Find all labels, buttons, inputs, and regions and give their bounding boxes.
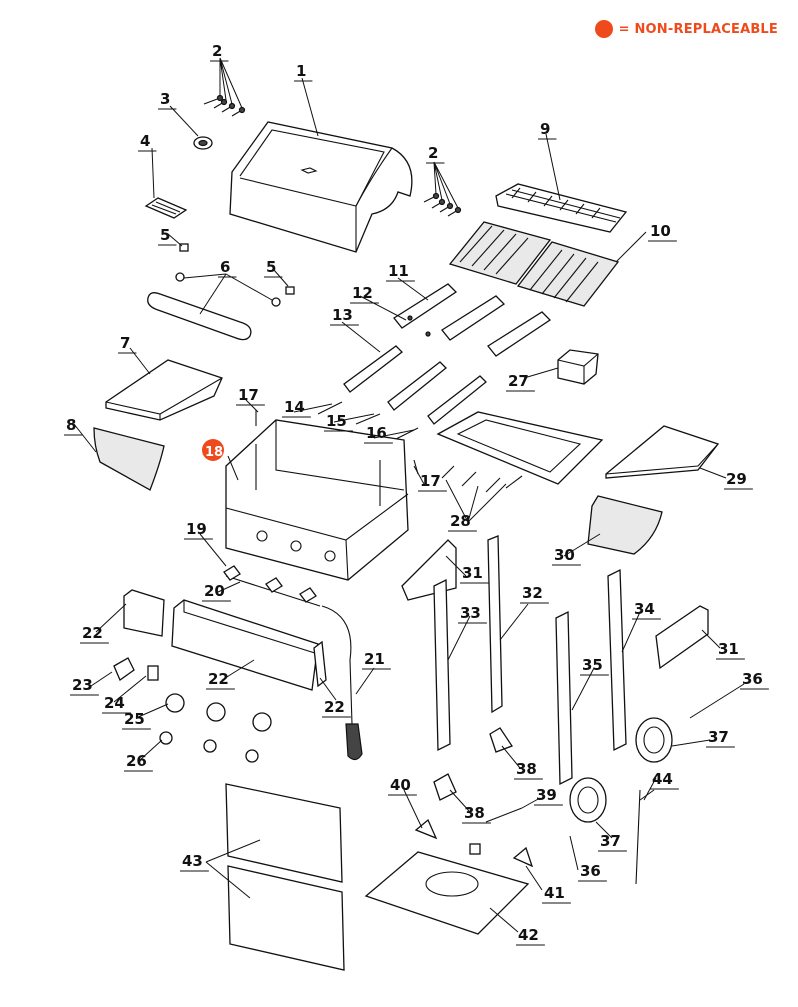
callout-36: 36 — [742, 670, 763, 688]
part-ignitor-box — [557, 349, 599, 385]
part-grease-tray — [436, 411, 604, 493]
part-doors — [225, 783, 345, 971]
part-hardware — [414, 807, 534, 868]
non-replaceable-marker-icon — [594, 20, 613, 38]
part-left-shelf — [105, 359, 223, 421]
callout-18: 18 — [205, 445, 223, 460]
callout-30: 30 — [554, 546, 575, 564]
callout-31: 31 — [718, 640, 739, 658]
callout-34: 34 — [634, 600, 655, 618]
part-screws-right — [423, 192, 462, 217]
part-hose-regulator — [321, 605, 363, 761]
part-flame-tamers — [393, 283, 552, 357]
callout-22: 22 — [82, 624, 103, 642]
callout-19: 19 — [186, 520, 207, 538]
callout-27: 27 — [508, 372, 529, 390]
callout-17: 17 — [420, 472, 441, 490]
callout-22: 22 — [324, 698, 345, 716]
callout-26: 26 — [126, 752, 147, 770]
callout-42: 42 — [518, 926, 539, 944]
callout-5: 5 — [266, 258, 276, 276]
callout-10: 10 — [650, 222, 671, 240]
part-knobs — [113, 657, 272, 763]
callout-33: 33 — [460, 604, 481, 622]
callout-37: 37 — [600, 832, 621, 850]
legend-label: = NON-REPLACEABLE — [618, 21, 778, 37]
part-leg-caps — [433, 727, 513, 801]
part-bezel — [144, 197, 188, 219]
part-rod — [635, 789, 641, 885]
callout-28: 28 — [450, 512, 471, 530]
callout-8: 8 — [66, 416, 76, 434]
callout-16: 16 — [366, 424, 387, 442]
callout-labels: 1 2 2 3 4 5 5 6 7 8 9 10 11 12 13 14 15 … — [64, 42, 769, 946]
callout-13: 13 — [332, 306, 353, 324]
callout-2: 2 — [428, 144, 438, 162]
callout-21: 21 — [364, 650, 385, 668]
callout-23: 23 — [72, 676, 93, 694]
part-ignitor-electrodes — [317, 315, 431, 441]
callout-43: 43 — [182, 852, 203, 870]
part-manifold — [223, 565, 321, 607]
callout-37: 37 — [708, 728, 729, 746]
part-burners — [343, 345, 487, 425]
part-right-shelf — [605, 425, 720, 479]
part-screws-left — [203, 94, 246, 117]
part-handle — [147, 272, 281, 341]
callout-1: 1 — [296, 62, 306, 80]
part-shelf-bracket-right — [587, 495, 663, 555]
callout-17: 17 — [238, 386, 259, 404]
callout-41: 41 — [544, 884, 565, 902]
callout-14: 14 — [284, 398, 305, 416]
callout-20: 20 — [204, 582, 225, 600]
callout-32: 32 — [522, 584, 543, 602]
part-control-panel — [123, 589, 327, 691]
callout-39: 39 — [536, 786, 557, 804]
callout-24: 24 — [104, 694, 125, 712]
callout-4: 4 — [140, 132, 150, 150]
callout-5: 5 — [160, 226, 170, 244]
part-lid — [229, 121, 413, 253]
callout-38: 38 — [464, 804, 485, 822]
part-wheels — [569, 717, 673, 823]
part-thermometer — [193, 136, 213, 150]
callout-44: 44 — [652, 770, 673, 788]
callout-25: 25 — [124, 710, 145, 728]
part-firebox — [225, 419, 409, 581]
callout-31: 31 — [462, 564, 483, 582]
part-cooking-grates — [448, 221, 620, 307]
part-caps — [179, 243, 295, 295]
callout-12: 12 — [352, 284, 373, 302]
callout-15: 15 — [326, 412, 347, 430]
callout-36: 36 — [580, 862, 601, 880]
callout-11: 11 — [388, 262, 409, 280]
callout-38: 38 — [516, 760, 537, 778]
part-legs — [433, 535, 627, 786]
non-replaceable-legend: = NON-REPLACEABLE — [594, 20, 778, 38]
callout-7: 7 — [120, 334, 130, 352]
callout-29: 29 — [726, 470, 747, 488]
callout-9: 9 — [540, 120, 550, 138]
callout-35: 35 — [582, 656, 603, 674]
non-replaceable-marker — [202, 439, 224, 461]
callout-2: 2 — [212, 42, 222, 60]
callout-22: 22 — [208, 670, 229, 688]
part-warming-rack — [495, 183, 628, 233]
callout-3: 3 — [160, 90, 170, 108]
callout-40: 40 — [390, 776, 411, 794]
callout-6: 6 — [220, 258, 230, 276]
part-shelf-bracket-left — [93, 427, 165, 491]
part-bottom-shelf — [364, 851, 530, 935]
